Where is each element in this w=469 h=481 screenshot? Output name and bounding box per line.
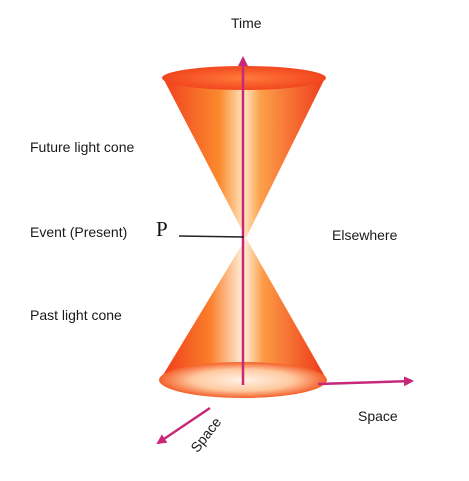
space-axis-right-label: Space [358,408,398,424]
space-axis-diagonal-arrow [156,406,211,445]
point-p-label: P [156,217,168,241]
space-axis-right-arrow [317,376,414,387]
past-light-cone-label: Past light cone [30,307,122,323]
event-pointer-line [178,235,245,238]
time-axis-label: Time [231,15,262,31]
event-present-label: Event (Present) [30,224,128,240]
future-light-cone-label: Future light cone [30,139,135,155]
elsewhere-label: Elsewhere [332,227,398,243]
